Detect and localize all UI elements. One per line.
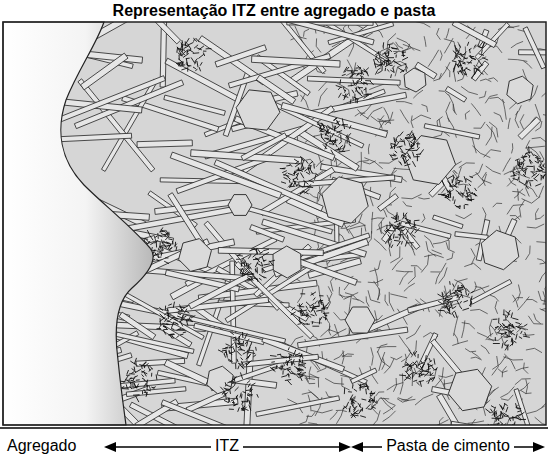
ettringite-needle [378, 194, 399, 212]
ettringite-needle [137, 140, 192, 148]
ettringite-needle [452, 22, 497, 48]
ettringite-needle [225, 263, 317, 323]
ettringite-needle [78, 79, 155, 172]
paste-ground [3, 22, 546, 425]
ettringite-needle [273, 22, 374, 45]
ettringite-needle [121, 290, 205, 339]
ettringite-needle [81, 53, 129, 90]
ettringite-needle [523, 27, 546, 69]
ettringite-needle [433, 215, 464, 229]
ettringite-needle [262, 336, 345, 372]
csh-cluster [438, 281, 474, 318]
ettringite-needle [431, 339, 463, 376]
csh-cluster [343, 383, 378, 419]
region-label: ITZ [211, 437, 243, 455]
ettringite-needle [519, 50, 546, 55]
region-label: Pasta de cimento [382, 437, 514, 455]
csh-cluster [438, 170, 477, 209]
csh-cluster [220, 372, 258, 411]
ettringite-needle [252, 56, 341, 67]
ettringite-needle [183, 315, 286, 344]
csh-cluster [493, 309, 530, 350]
figure-border [3, 22, 546, 425]
csh-cluster [119, 358, 157, 402]
ch-plate [228, 195, 252, 216]
ettringite-needle [402, 229, 420, 250]
ettringite-needle [455, 232, 488, 240]
ettringite-needle [189, 272, 254, 310]
ettringite-needle [470, 279, 511, 304]
ettringite-needle [218, 248, 323, 256]
ettringite-needle [161, 400, 270, 425]
ettringite-needle [250, 225, 285, 243]
csh-cluster [485, 403, 526, 425]
csh-cluster [336, 66, 374, 104]
csh-cluster [374, 42, 409, 78]
baseline-rule [0, 427, 548, 429]
csh-cluster [176, 38, 212, 72]
ettringite-needle [215, 45, 267, 67]
ettringite-needle [407, 295, 459, 313]
csh-cluster [317, 118, 351, 154]
csh-cluster [399, 350, 437, 387]
ettringite-needle [170, 152, 281, 198]
ettringite-needle [144, 22, 181, 44]
ch-plate [236, 90, 280, 130]
csh-cluster [280, 156, 318, 194]
ch-plate [179, 239, 212, 272]
ettringite-needle [242, 354, 319, 367]
csh-cluster [291, 292, 330, 326]
ettringite-needle [424, 124, 480, 139]
ettringite-needle [445, 86, 466, 102]
csh-cluster [236, 248, 275, 282]
ettringite-needle [351, 368, 378, 383]
figure-title: Representação ITZ entre agregado e pasta [113, 2, 436, 20]
ettringite-needle [186, 391, 226, 413]
ettringite-needle [168, 193, 205, 246]
csh-cluster [157, 302, 196, 339]
ettringite-needle [518, 117, 541, 139]
ch-plate [322, 177, 368, 223]
aggregate-grain [3, 22, 153, 425]
csh-cluster [452, 42, 488, 79]
csh-cluster [390, 131, 424, 167]
csh-cluster [511, 146, 546, 189]
region-label: Agregado [3, 437, 80, 455]
csh-cluster [384, 212, 419, 248]
csh-cluster [270, 347, 306, 385]
ch-plate [404, 68, 426, 92]
ch-plate [448, 369, 491, 410]
ettringite-needle [241, 133, 287, 161]
ettringite-needle [256, 396, 340, 417]
csh-cluster [218, 332, 256, 369]
ch-plate [273, 246, 301, 278]
ch-plate [345, 307, 375, 333]
ch-plate [507, 76, 533, 104]
ch-plate [481, 230, 519, 269]
ettringite-needle [155, 199, 236, 214]
